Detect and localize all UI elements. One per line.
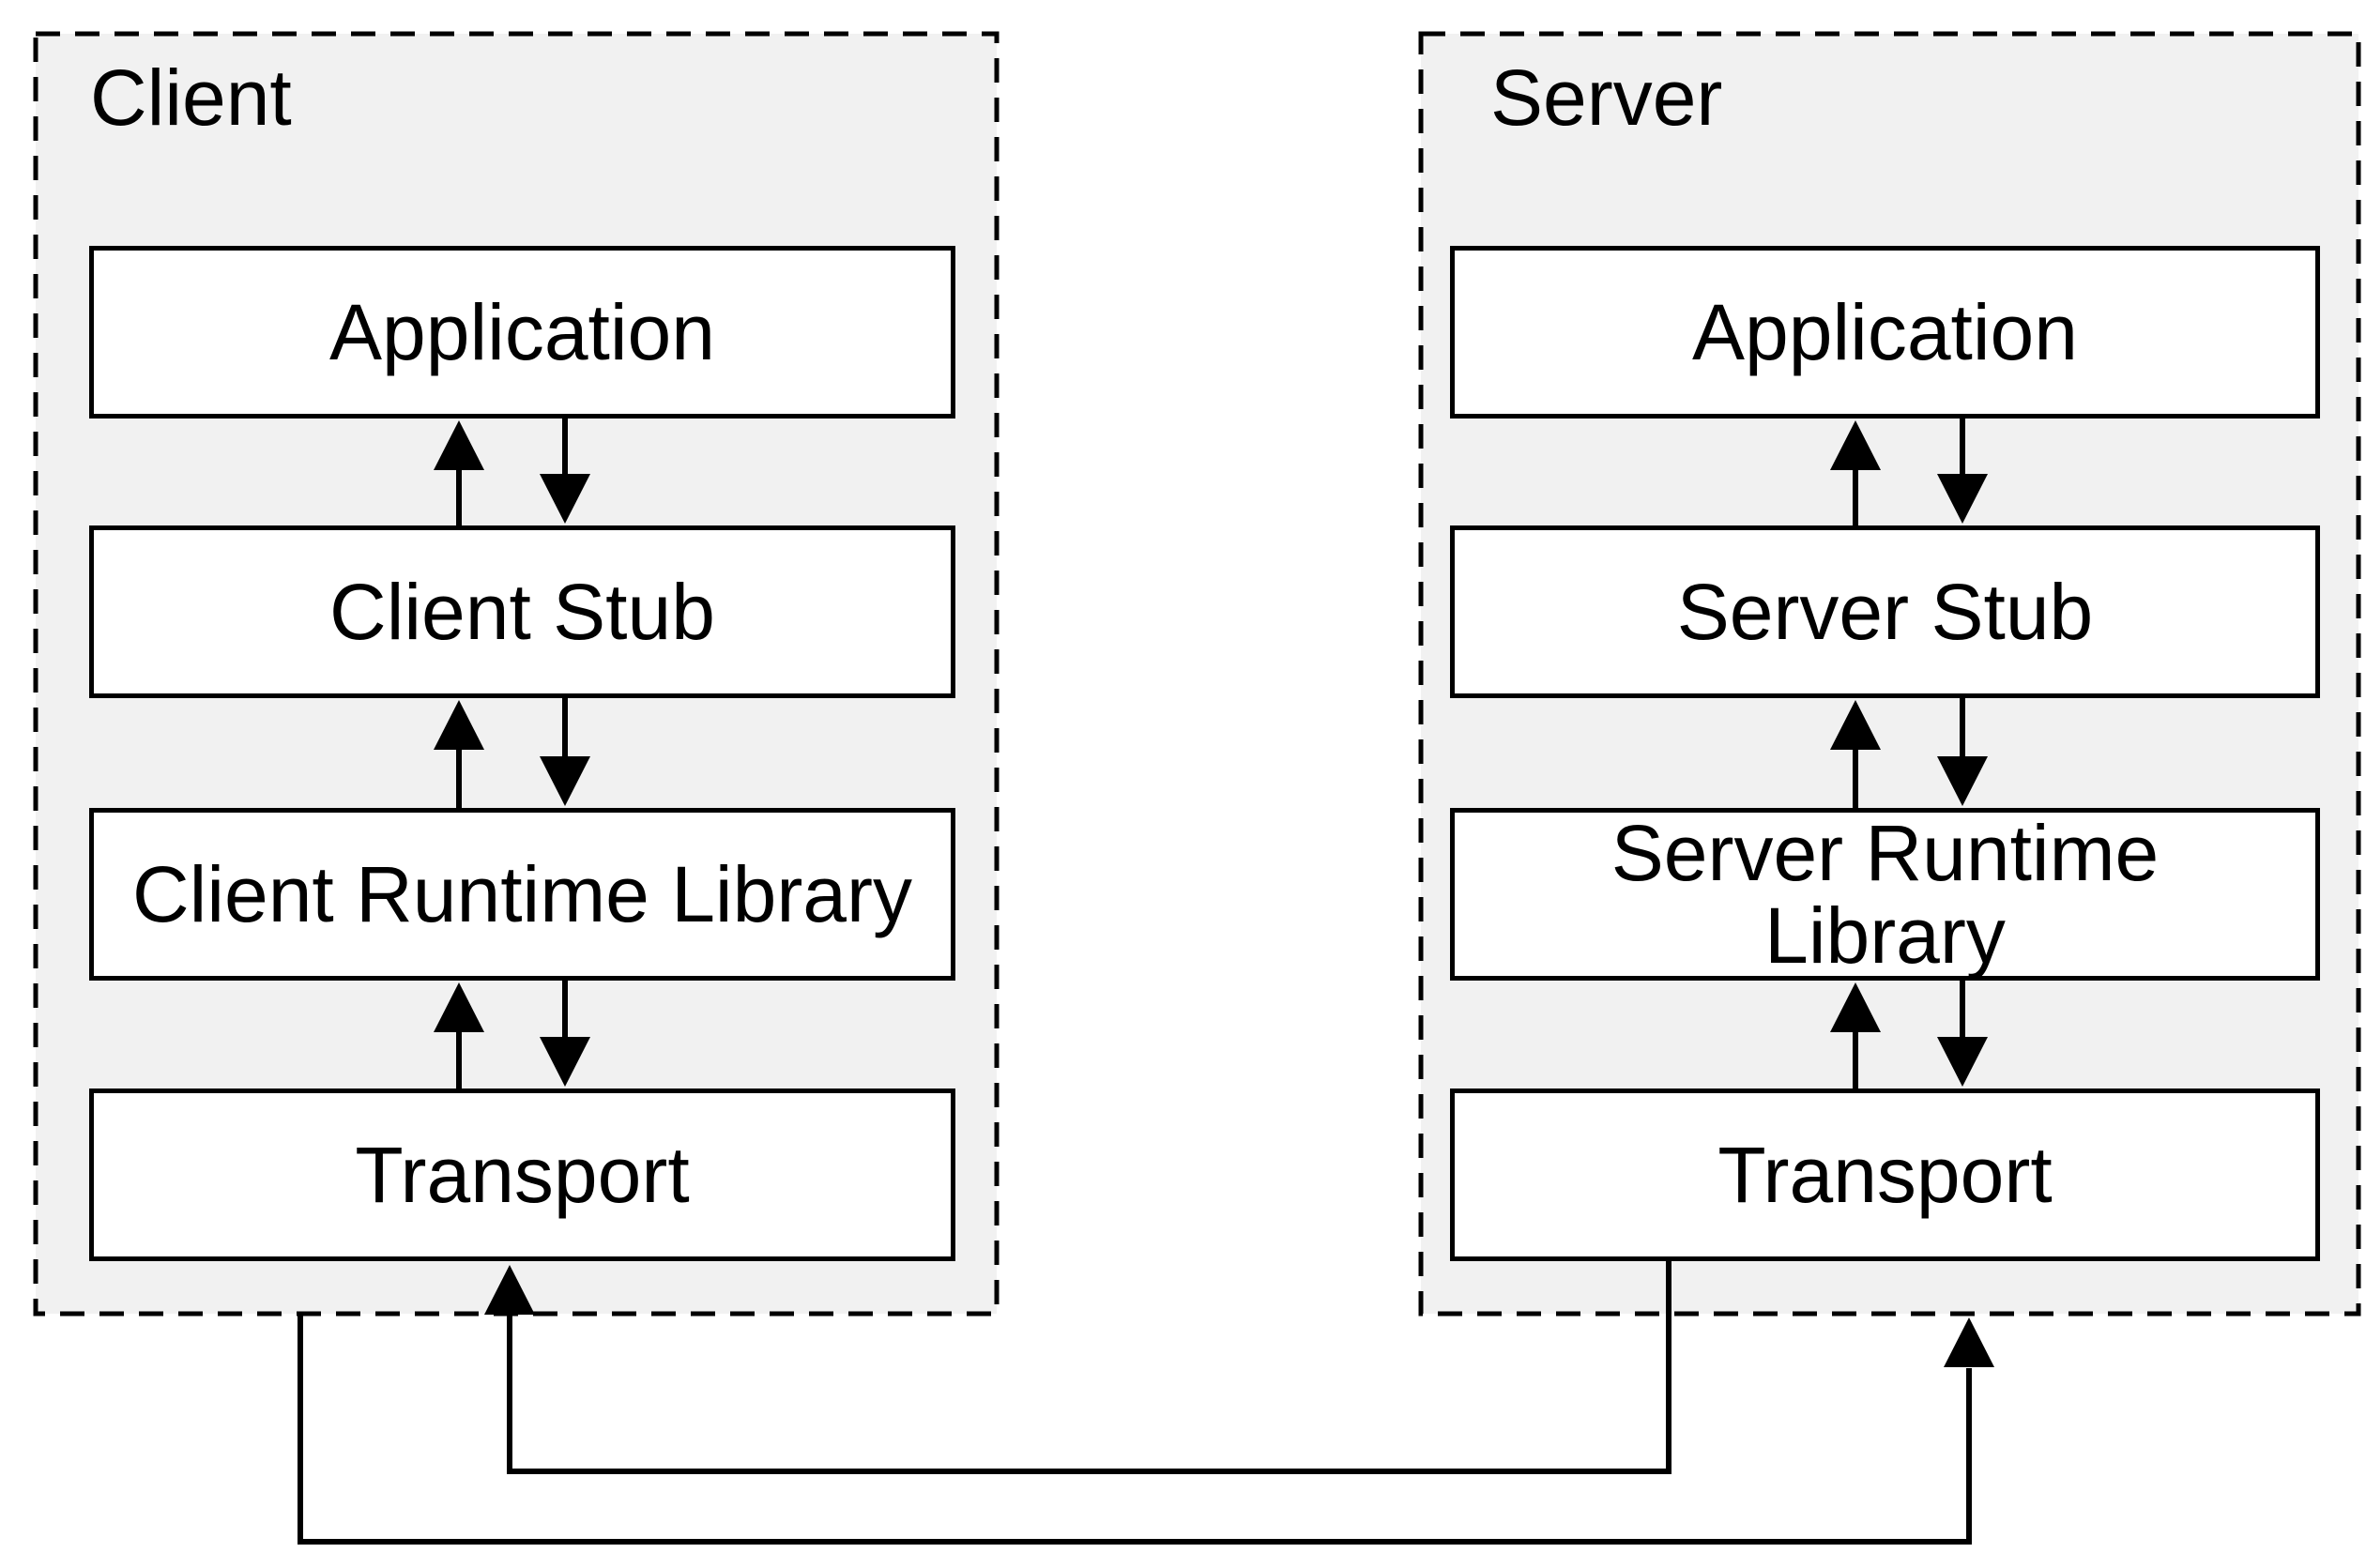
client-runtime-library-box: Client Runtime Library — [89, 808, 955, 981]
client-gap2-down-arrow-icon — [540, 756, 590, 806]
box-label: Application — [329, 287, 715, 376]
server-gap2-down-arrow-icon — [1937, 756, 1988, 806]
box-label: Client Runtime Library — [132, 849, 912, 938]
server-gap3-up-arrow-icon — [1830, 982, 1881, 1032]
client-gap3-down-arrow-icon — [540, 1037, 590, 1087]
server-runtime-library-box: Server Runtime Library — [1450, 808, 2320, 981]
client-zone-label: Client — [90, 53, 292, 142]
server-zone-label: Server — [1490, 53, 1723, 142]
client-stub-box: Client Stub — [89, 525, 955, 698]
box-label: Library — [1764, 891, 2006, 980]
server-application-box: Application — [1450, 246, 2320, 419]
client-gap1-up-arrow-icon — [434, 420, 484, 470]
server-to-client-transport-connector — [507, 1258, 1671, 1474]
client-gap2-up-arrow-icon — [434, 700, 484, 750]
box-label: Transport — [1717, 1130, 2053, 1219]
box-label: Transport — [355, 1130, 690, 1219]
client-gap3-up-arrow-icon — [434, 982, 484, 1032]
box-label: Server Stub — [1676, 567, 2094, 656]
server-gap2-up-arrow-icon — [1830, 700, 1881, 750]
client-gap1-down-arrow-icon — [540, 474, 590, 524]
server-gap3-down-arrow-icon — [1937, 1037, 1988, 1087]
box-label: Application — [1692, 287, 2078, 376]
server-gap1-down-arrow-icon — [1937, 474, 1988, 524]
server-stub-box: Server Stub — [1450, 525, 2320, 698]
box-label: Client Stub — [329, 567, 715, 656]
client-application-box: Application — [89, 246, 955, 419]
box-label: Server Runtime — [1610, 808, 2160, 897]
server-gap1-up-arrow-icon — [1830, 420, 1881, 470]
client-transport-box: Transport — [89, 1088, 955, 1261]
server-to-client-arrow-icon — [484, 1265, 535, 1315]
client-to-server-arrow-icon — [1944, 1317, 1994, 1367]
server-transport-box: Transport — [1450, 1088, 2320, 1261]
client-to-server-connector — [298, 1312, 1972, 1545]
